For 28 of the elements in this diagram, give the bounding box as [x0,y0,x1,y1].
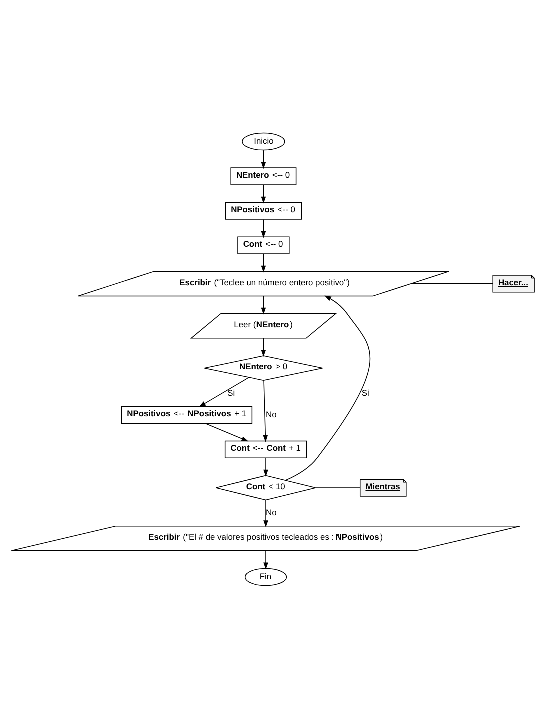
arrow [264,457,268,476]
arrow [261,253,266,272]
arrow [199,376,250,407]
arrow [264,500,268,527]
arrow [261,295,266,314]
arrow [261,184,266,204]
arrow [205,422,249,442]
edge-label: Si [362,387,370,398]
node-ellipse: Inicio [242,132,286,150]
node-ellipse: Fin [244,568,288,586]
arrow [285,295,371,480]
edge-label: Si [228,387,236,398]
node-diamond: NEntero > 0 [204,355,324,380]
node-box: NPositivos <-- NPositivos + 1 [121,406,253,424]
arrow [261,338,266,356]
node-box: NEntero <-- 0 [230,167,297,185]
connector [316,487,361,488]
edge-label: No [266,506,277,517]
node-box: NPositivos <-- 0 [225,202,302,220]
arrow [261,218,266,238]
node-box: Cont <-- 0 [238,236,290,254]
connector [410,283,494,284]
arrow [261,150,266,169]
node-box: Cont <-- Cont + 1 [224,440,308,458]
edge-label: No [266,408,277,419]
arrow [263,380,268,442]
node-diamond: Cont < 10 [216,474,316,500]
arrow [264,550,268,570]
